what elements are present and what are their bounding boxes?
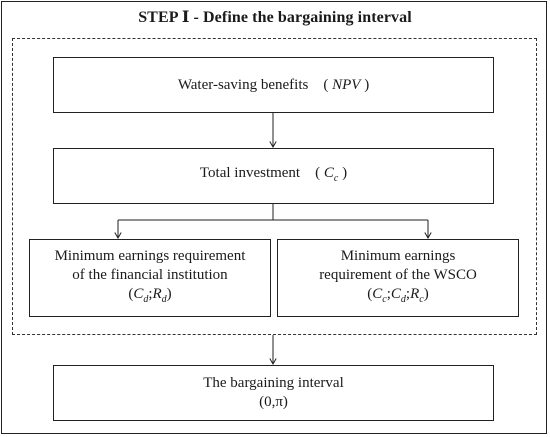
financial-line-1: Minimum earnings requirement bbox=[54, 248, 246, 264]
bargaining-interval-box: The bargaining interval (0,π) bbox=[53, 365, 494, 421]
water-saving-benefits-label: Water-saving benefits bbox=[177, 76, 309, 93]
financial-institution-box: Minimum earnings requirement of the fina… bbox=[29, 239, 271, 317]
bargaining-interval-label: The bargaining interval bbox=[203, 375, 344, 391]
wsco-var-2: C bbox=[390, 286, 401, 302]
financial-paren-close: ) bbox=[166, 286, 172, 302]
wsco-formula: (Cc;Cd;Rc) bbox=[367, 285, 428, 309]
total-investment-label: Total investment bbox=[199, 165, 301, 181]
bargaining-interval-formula: (0,π) bbox=[259, 394, 288, 410]
wsco-line-1: Minimum earnings bbox=[340, 248, 456, 264]
total-investment-box: Total investment ( Cc ) bbox=[53, 148, 494, 204]
wsco-sub-3: c bbox=[419, 294, 424, 305]
wsco-paren-close: ) bbox=[423, 286, 429, 302]
npv-paren-open: ( bbox=[323, 76, 329, 93]
wsco-var-3: R bbox=[410, 286, 420, 302]
financial-separator: ; bbox=[148, 286, 153, 302]
financial-paren-open: ( bbox=[128, 286, 134, 302]
financial-var-2: R bbox=[152, 286, 162, 302]
diagram-title: STEP Ⅰ - Define the bargaining interval bbox=[138, 9, 412, 26]
wsco-line-2: requirement of the WSCO bbox=[319, 267, 477, 283]
wsco-sub-2: d bbox=[400, 294, 406, 305]
investment-variable: C bbox=[323, 165, 334, 181]
investment-paren-open: ( bbox=[315, 165, 321, 181]
financial-sub-1: d bbox=[143, 294, 149, 305]
investment-paren-close: ) bbox=[342, 165, 348, 181]
water-saving-benefits-box: Water-saving benefits ( NPV ) bbox=[53, 57, 494, 113]
financial-var-1: C bbox=[133, 286, 144, 302]
wsco-separator-1: ; bbox=[386, 286, 391, 302]
total-investment-text: Total investment ( Cc ) bbox=[200, 164, 347, 188]
financial-formula: (Cd;Rd) bbox=[128, 285, 171, 309]
financial-line-2: of the financial institution bbox=[72, 267, 228, 283]
financial-sub-2: d bbox=[161, 294, 167, 305]
investment-subscript: c bbox=[333, 173, 339, 184]
water-saving-benefits-text: Water-saving benefits ( NPV ) bbox=[178, 76, 369, 95]
wsco-sub-1: c bbox=[382, 294, 387, 305]
wsco-box: Minimum earnings requirement of the WSCO… bbox=[277, 239, 519, 317]
wsco-paren-open: ( bbox=[367, 286, 373, 302]
npv-paren-close: ) bbox=[364, 76, 370, 93]
step-boundary bbox=[12, 38, 537, 335]
npv-variable: NPV bbox=[332, 76, 361, 93]
wsco-var-1: C bbox=[372, 286, 383, 302]
wsco-separator-2: ; bbox=[405, 286, 411, 302]
